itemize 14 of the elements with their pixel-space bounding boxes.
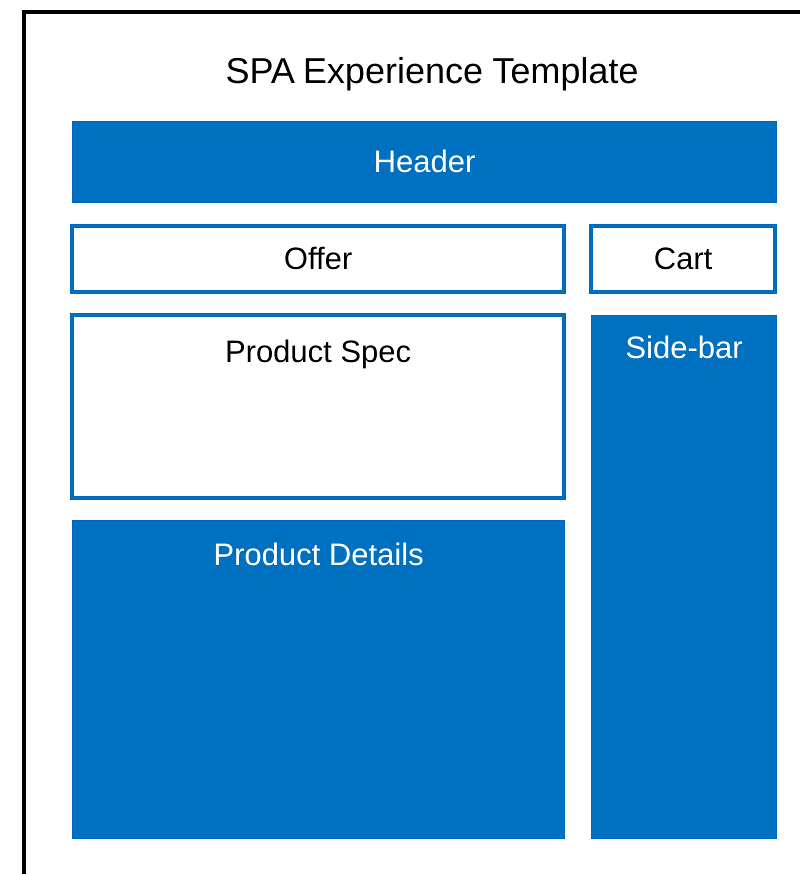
template-frame: [22, 10, 800, 874]
box-label: Side-bar: [625, 329, 743, 367]
product-spec-box: [70, 313, 566, 500]
box-label: Product Details: [213, 536, 424, 574]
box-label: Offer: [284, 240, 352, 278]
box-label: Cart: [654, 240, 712, 278]
header-bar: [72, 121, 777, 203]
frame-heading: SPA Experience Template: [226, 49, 638, 93]
box-label: Product Spec: [224, 333, 412, 371]
side-bar-panel: [591, 315, 777, 839]
product-details-panel: [72, 520, 565, 839]
box-label: Header: [374, 142, 476, 181]
offer-box: [70, 224, 566, 294]
cart-box: [589, 224, 777, 294]
